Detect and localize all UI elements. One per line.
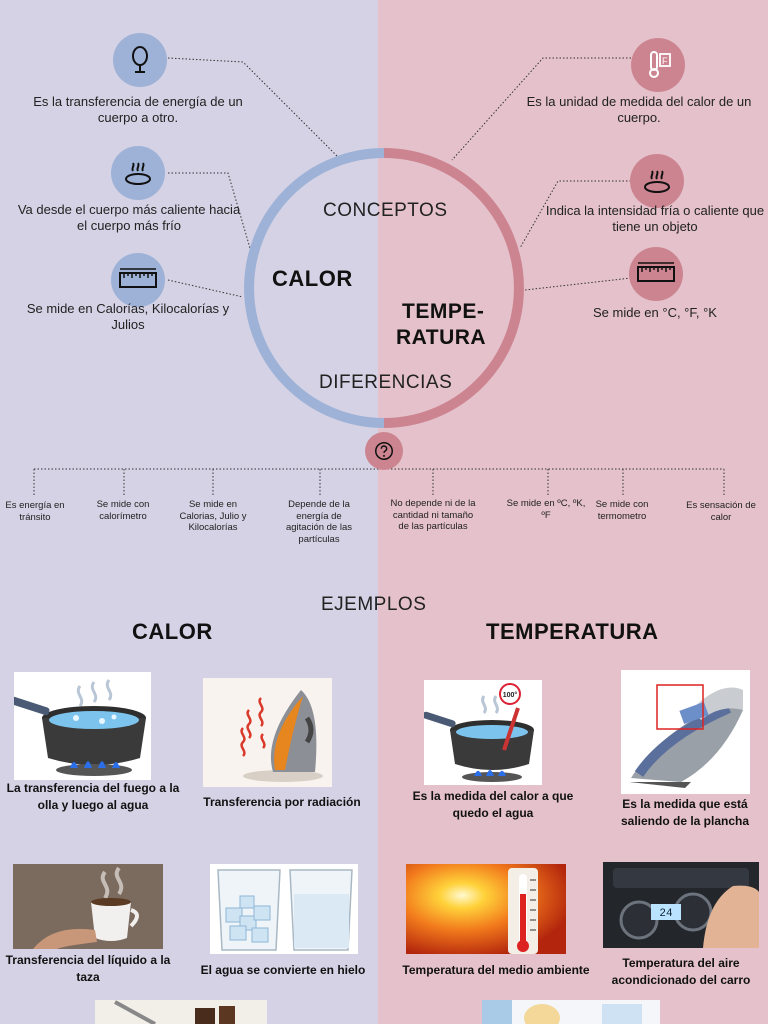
pot-thermometer-image: 100° [424, 680, 542, 785]
cartoon-image [482, 1000, 660, 1024]
difference-7: Se mide con termometro [595, 499, 649, 522]
coffee-cup-image [13, 864, 163, 949]
ejemplos-calor-title: CALOR [132, 619, 213, 644]
svg-text:F: F [662, 56, 668, 66]
ac-display: 24 [659, 908, 673, 920]
boiling-pot-image [14, 672, 151, 780]
ruler-icon [629, 247, 683, 301]
iron-radiation-image [203, 678, 332, 787]
temperatura-title-line2: RATURA [396, 326, 487, 349]
difference-3: Se mide en Calorias, Julio y Kilocaloría… [179, 499, 247, 533]
difference-8: Es sensación de calor [686, 500, 756, 523]
sun-thermometer-image [406, 864, 566, 954]
temperatura-concept-1: Es la unidad de medida del calor de un c… [526, 94, 752, 125]
ejemplos-temperatura-title: TEMPERATURA [486, 619, 659, 644]
ruler-icon [111, 253, 165, 307]
heat-plate-icon [630, 154, 684, 208]
iron-radiation-caption: Transferencia por radiación [203, 795, 361, 809]
question-icon [365, 432, 403, 470]
diferencias-label: DIFERENCIAS [319, 372, 453, 393]
car-ac-caption: Temperatura del aire acondicionado del c… [611, 956, 751, 987]
ejemplos-heading: EJEMPLOS [321, 594, 427, 615]
steam-iron-caption: Es la medida que está saliendo de la pla… [620, 797, 750, 828]
temperatura-concept-2: Indica la intensidad fría o caliente que… [545, 203, 765, 234]
difference-6: Se mide en ºC, ºK, ºF [506, 498, 586, 521]
pot-thermometer-caption: Es la medida del calor a que quedo el ag… [412, 789, 574, 820]
difference-5: No depende ni de la cantidad ni tamaño d… [390, 498, 476, 532]
difference-2: Se mide con calorímetro [96, 499, 150, 522]
heat-plate-icon [111, 146, 165, 200]
calor-concept-2: Va desde el cuerpo más caliente hacia el… [17, 202, 241, 233]
difference-1: Es energía en tránsito [5, 500, 65, 523]
ice-glasses-caption: El agua se convierte en hielo [200, 963, 366, 977]
temperatura-arc [383, 148, 524, 428]
temperatura-concept-3: Se mide en °C, °F, °K [593, 305, 717, 320]
coffee-cup-caption: Transferencia del líquido a la taza [5, 953, 171, 984]
conceptos-label: CONCEPTOS [323, 200, 448, 221]
chocolate-image [95, 1000, 267, 1024]
car-ac-image: 24 [603, 862, 759, 948]
calor-title: CALOR [272, 266, 353, 291]
thermometer-icon: F [631, 38, 685, 92]
sun-thermometer-caption: Temperatura del medio ambiente [402, 963, 590, 977]
thermo-badge: 100° [503, 691, 518, 699]
steam-iron-image [621, 670, 750, 794]
mirror-icon [113, 33, 167, 87]
difference-4: Depende de la energía de agitación de la… [285, 499, 353, 545]
boiling-pot-caption: La transferencia del fuego a la olla y l… [6, 781, 180, 812]
calor-arc [244, 148, 385, 428]
calor-concept-1: Es la transferencia de energía de un cue… [33, 94, 243, 125]
ice-glasses-image [210, 864, 358, 954]
temperatura-title-line1: TEMPE- [402, 300, 485, 323]
calor-concept-3: Se mide en Calorías, Kilocalorías y Juli… [26, 301, 230, 332]
